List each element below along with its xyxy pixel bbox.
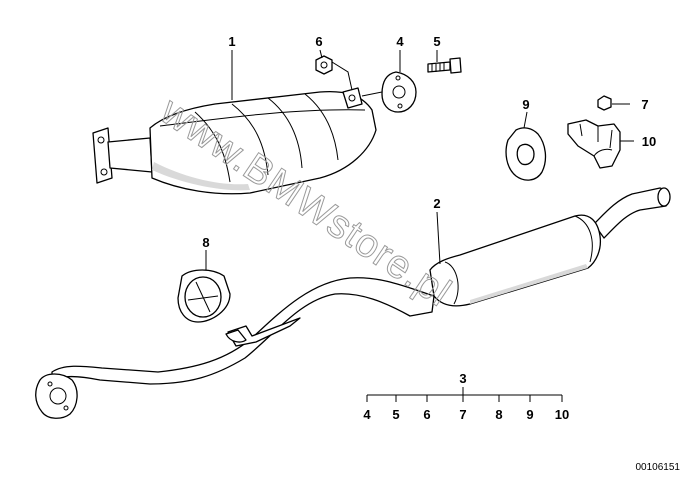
set-component-labels: 4 5 6 7 8 9 10 bbox=[363, 407, 569, 422]
callout-3: 3 bbox=[459, 371, 466, 386]
callout-2: 2 bbox=[433, 196, 440, 211]
front-pipe bbox=[35, 277, 435, 419]
nut-small bbox=[597, 95, 612, 111]
bolt bbox=[427, 57, 462, 74]
rear-silencer bbox=[429, 187, 671, 307]
document-number: 00106151 bbox=[636, 462, 681, 473]
callout-5: 5 bbox=[433, 34, 440, 49]
callout-8: 8 bbox=[202, 235, 209, 250]
set-label-9: 9 bbox=[526, 407, 533, 422]
set-label-5: 5 bbox=[392, 407, 399, 422]
set-label-6: 6 bbox=[423, 407, 430, 422]
callout-10: 10 bbox=[642, 134, 656, 149]
nut bbox=[315, 55, 333, 75]
set-label-8: 8 bbox=[495, 407, 502, 422]
catalytic-converter bbox=[92, 87, 377, 195]
set-label-4: 4 bbox=[363, 407, 371, 422]
set-label-10: 10 bbox=[555, 407, 569, 422]
callout-6: 6 bbox=[315, 34, 322, 49]
callout-4: 4 bbox=[396, 34, 404, 49]
rubber-mounting bbox=[505, 127, 547, 181]
callout-7: 7 bbox=[641, 97, 648, 112]
leader-lines bbox=[205, 49, 634, 402]
gasket bbox=[381, 71, 417, 113]
callout-1: 1 bbox=[228, 34, 235, 49]
set-label-7: 7 bbox=[459, 407, 466, 422]
bracket bbox=[567, 119, 621, 169]
callout-9: 9 bbox=[522, 97, 529, 112]
ring-mount bbox=[177, 269, 231, 323]
